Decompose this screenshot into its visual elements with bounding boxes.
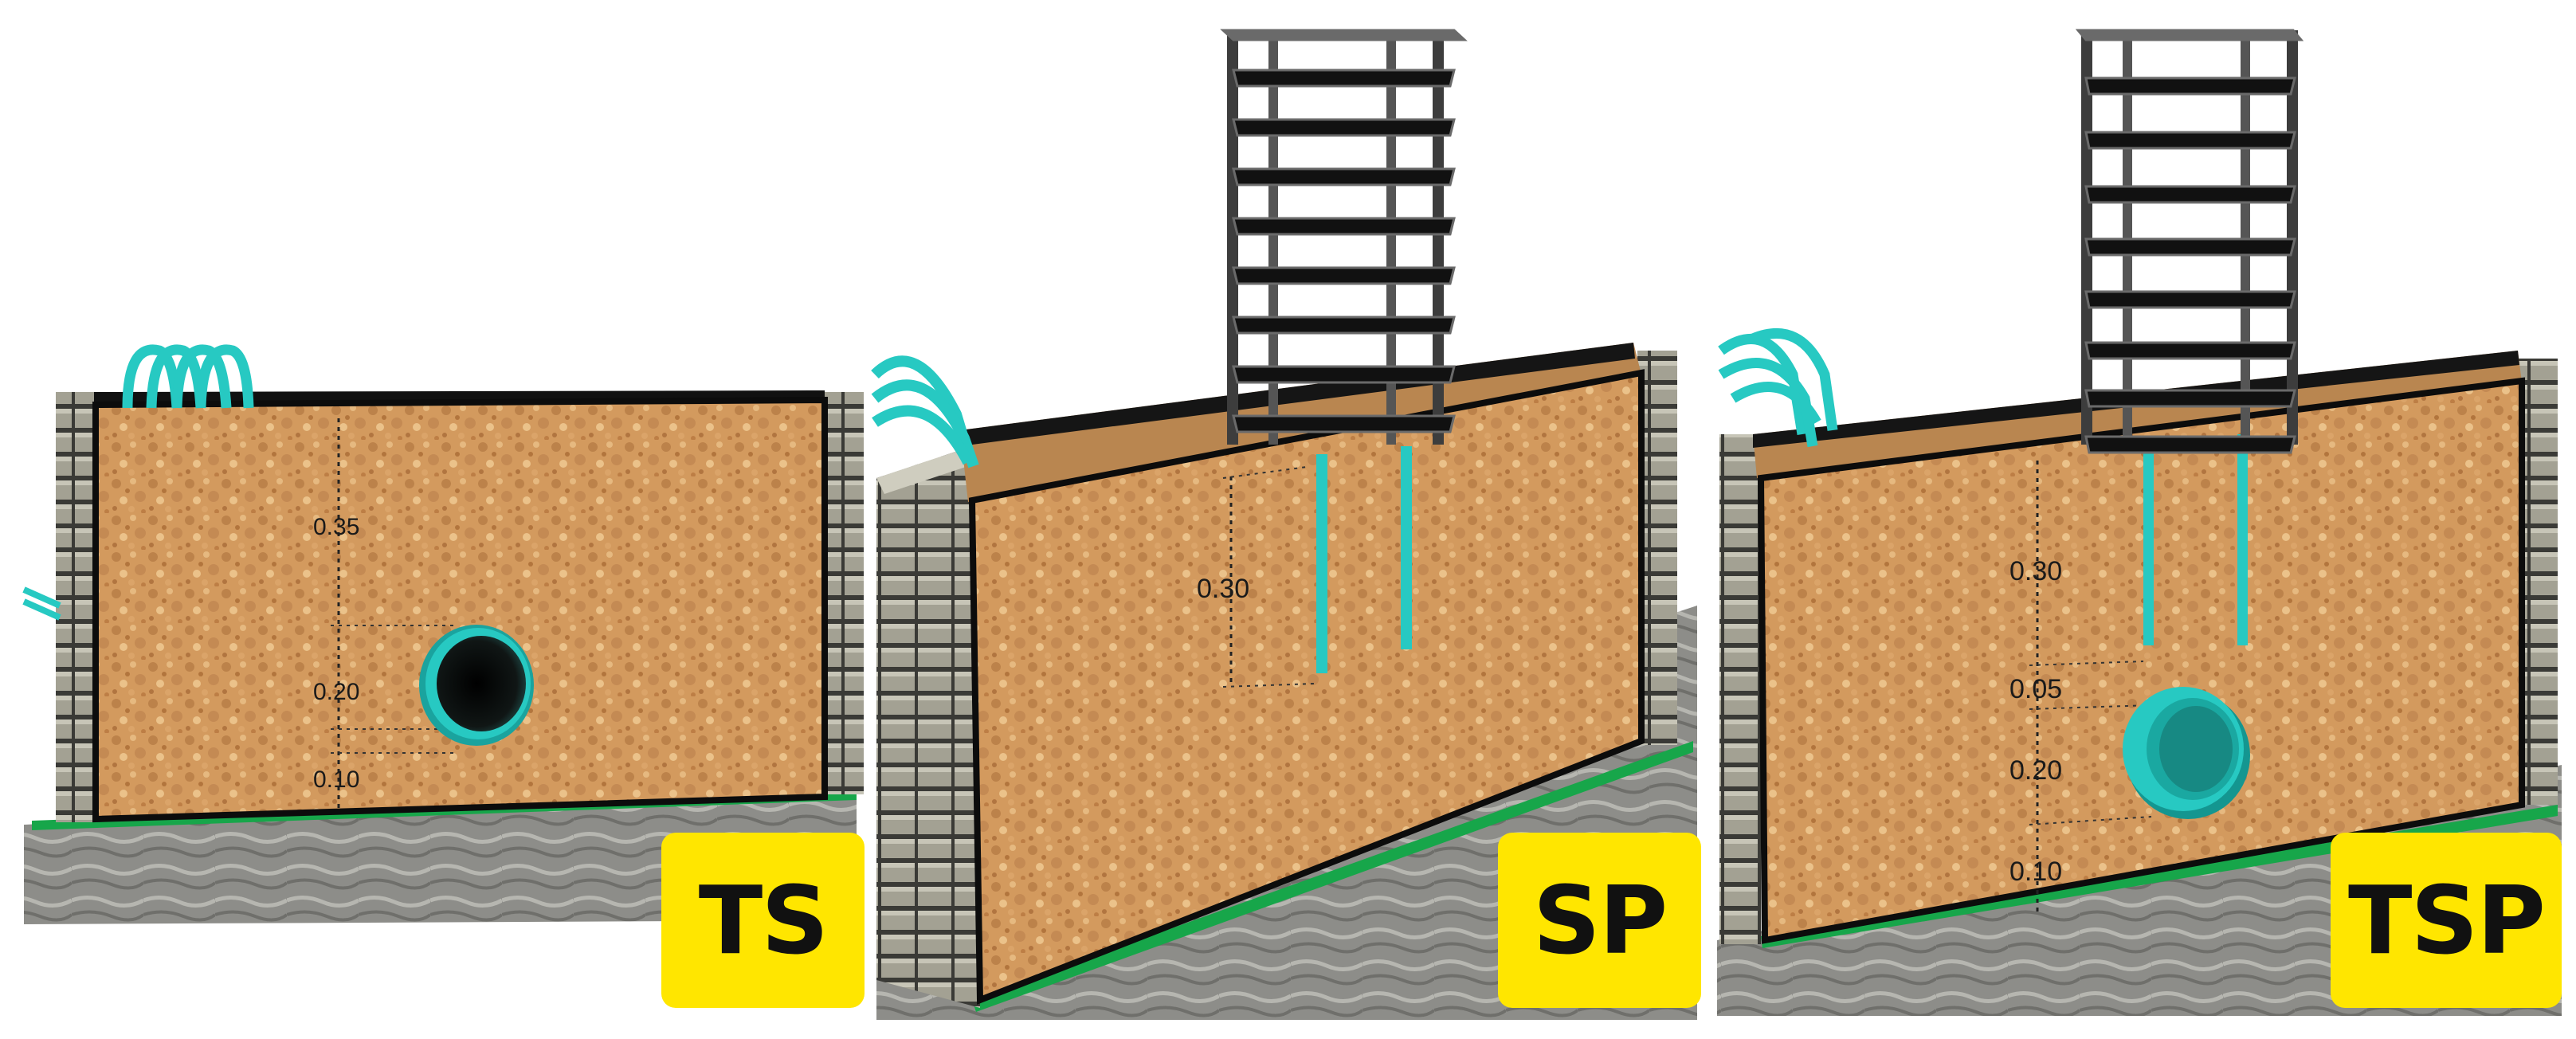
sp-dimension-label-1: 0.30	[1197, 574, 1250, 604]
ts-panel-label: TS	[661, 833, 865, 1008]
panel-sp	[871, 29, 1697, 1020]
tsp-dimension-label-4: 0.10	[2009, 857, 2063, 887]
tsp-tendon-loops	[1718, 327, 1838, 448]
sp-pile-right	[1401, 446, 1412, 649]
tsp-pile-right	[2237, 434, 2248, 645]
tsp-pile-left	[2143, 446, 2154, 645]
ts-soil-box	[92, 396, 828, 823]
tsp-soil-box	[1757, 377, 2525, 944]
ts-side-tendon	[22, 586, 61, 621]
sp-green-edge	[972, 741, 1693, 1012]
sp-panel-label: SP	[1498, 833, 1701, 1008]
ts-left-wall	[56, 392, 97, 822]
sp-left-wall	[876, 446, 980, 1008]
tsp-left-wall	[1719, 434, 1761, 944]
ts-right-wall	[822, 392, 864, 794]
panel-ts	[22, 344, 864, 924]
tsp-pipe	[2123, 687, 2250, 819]
sp-pile-left	[1316, 454, 1327, 673]
tsp-dimension-label-1: 0.30	[2009, 556, 2063, 586]
tsp-building-frame	[2075, 29, 2304, 454]
ts-dimension-label-3: 0.10	[313, 767, 360, 793]
ts-pipe	[419, 625, 534, 746]
tsp-panel-label: TSP	[2331, 833, 2562, 1008]
sp-tendon-loops	[871, 355, 979, 469]
ts-dimension-label-2: 0.20	[313, 679, 360, 705]
sp-building-frame	[1220, 29, 1468, 445]
tsp-dimension-label-2: 0.05	[2009, 674, 2063, 704]
ts-dimension-label-1: 0.35	[313, 514, 360, 540]
ts-tendon-loops	[122, 344, 254, 409]
tsp-dimension-label-3: 0.20	[2009, 755, 2063, 786]
